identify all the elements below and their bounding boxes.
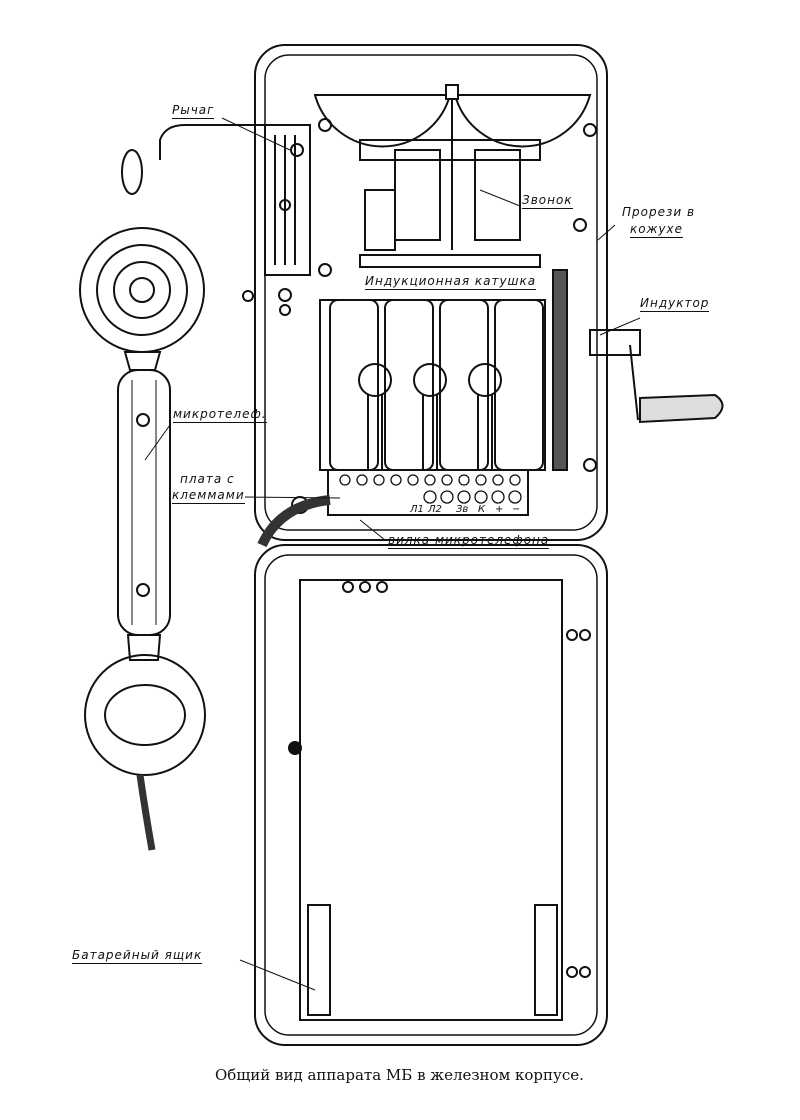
handset-cord	[257, 495, 331, 548]
label-board-line2: клеммами	[172, 488, 245, 504]
terminal-label: К	[478, 504, 486, 515]
label-handset: микротелеф.	[173, 407, 267, 423]
leader-lines	[144, 117, 641, 991]
ringer-coils	[359, 139, 541, 268]
battery-box	[254, 544, 608, 1046]
terminal-label: Л2	[428, 504, 442, 515]
label-slots-line2: кожухе	[630, 222, 683, 238]
label-inductor: Индуктор	[640, 296, 710, 312]
magneto	[242, 123, 597, 514]
label-handset-plug: вилка микротелефона	[388, 533, 550, 549]
label-board-line1: плата с	[180, 472, 235, 486]
label-induction-coil: Индукционная катушка	[365, 274, 537, 290]
label-slots-line1: Прорези в	[622, 205, 696, 219]
inductor-crank	[589, 329, 724, 424]
terminal-board	[327, 469, 529, 516]
handset	[79, 149, 206, 851]
label-lever: Рычаг	[172, 103, 215, 119]
upper-case	[254, 44, 608, 541]
lever-switch	[159, 118, 332, 277]
terminal-label: Л1	[410, 504, 424, 515]
terminal-label: −	[512, 504, 521, 515]
terminal-label: Зв	[456, 504, 469, 515]
terminal-label: +	[495, 504, 504, 515]
bells	[313, 84, 592, 250]
figure-caption: Общий вид аппарата МБ в железном корпусе…	[215, 1066, 584, 1084]
label-battery-box: Батарейный ящик	[72, 948, 203, 964]
label-bell: Звонок	[522, 193, 573, 209]
